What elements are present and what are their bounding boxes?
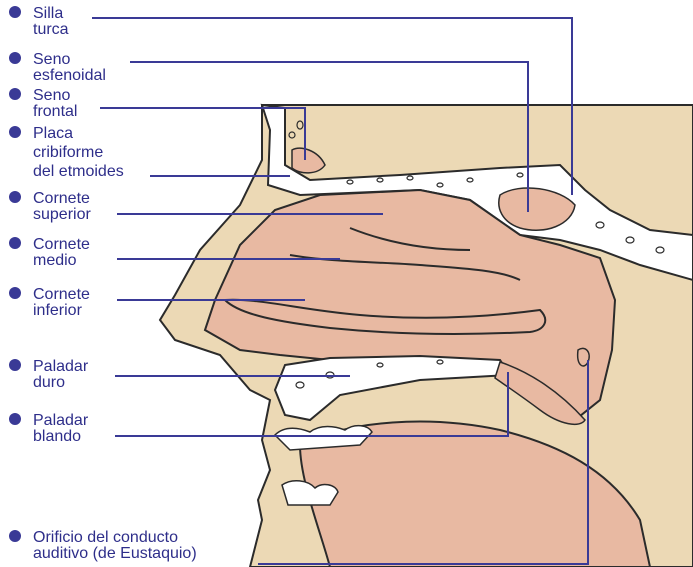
lower-teeth: [282, 481, 338, 505]
label-cornete-medio-line2: medio: [33, 252, 77, 269]
label-placa-cribiforme-line1: Placa: [33, 125, 73, 142]
label-cornete-inferior-line2: inferior: [33, 302, 83, 319]
label-silla-turca-line1: Silla: [33, 5, 63, 22]
label-seno-frontal-line1: Seno: [33, 87, 70, 104]
label-silla-turca-line2: turca: [33, 21, 69, 38]
bullet-cornete-medio: [9, 237, 21, 249]
bullet-seno-esfenoidal: [9, 52, 21, 64]
label-orificio-eustaquio-line2: auditivo (de Eustaquio): [33, 545, 197, 562]
bullet-paladar-blando: [9, 413, 21, 425]
labels: Silla turca Seno esfenoidal Seno frontal…: [9, 5, 197, 562]
label-paladar-blando-line1: Paladar: [33, 412, 89, 429]
label-seno-frontal-line2: frontal: [33, 103, 77, 120]
label-cornete-medio-line1: Cornete: [33, 236, 90, 253]
label-orificio-eustaquio-line1: Orificio del conducto: [33, 529, 178, 546]
label-paladar-duro-line1: Paladar: [33, 358, 89, 375]
label-placa-cribiforme-line2: cribiforme: [33, 144, 103, 161]
label-cornete-superior-line2: superior: [33, 206, 91, 223]
bullet-silla-turca: [9, 6, 21, 18]
bullet-cornete-inferior: [9, 287, 21, 299]
label-cornete-inferior-line1: Cornete: [33, 286, 90, 303]
label-paladar-duro-line2: duro: [33, 374, 65, 391]
bullet-paladar-duro: [9, 359, 21, 371]
label-seno-esfenoidal-line2: esfenoidal: [33, 67, 106, 84]
bullet-orificio-eustaquio: [9, 530, 21, 542]
anatomy-illustration: [160, 105, 693, 567]
bullet-cornete-superior: [9, 191, 21, 203]
label-placa-cribiforme-line3: del etmoides: [33, 163, 124, 180]
label-cornete-superior-line1: Cornete: [33, 190, 90, 207]
label-seno-esfenoidal-line1: Seno: [33, 51, 70, 68]
label-paladar-blando-line2: blando: [33, 428, 81, 445]
bullet-seno-frontal: [9, 88, 21, 100]
bullet-placa-cribiforme: [9, 126, 21, 138]
